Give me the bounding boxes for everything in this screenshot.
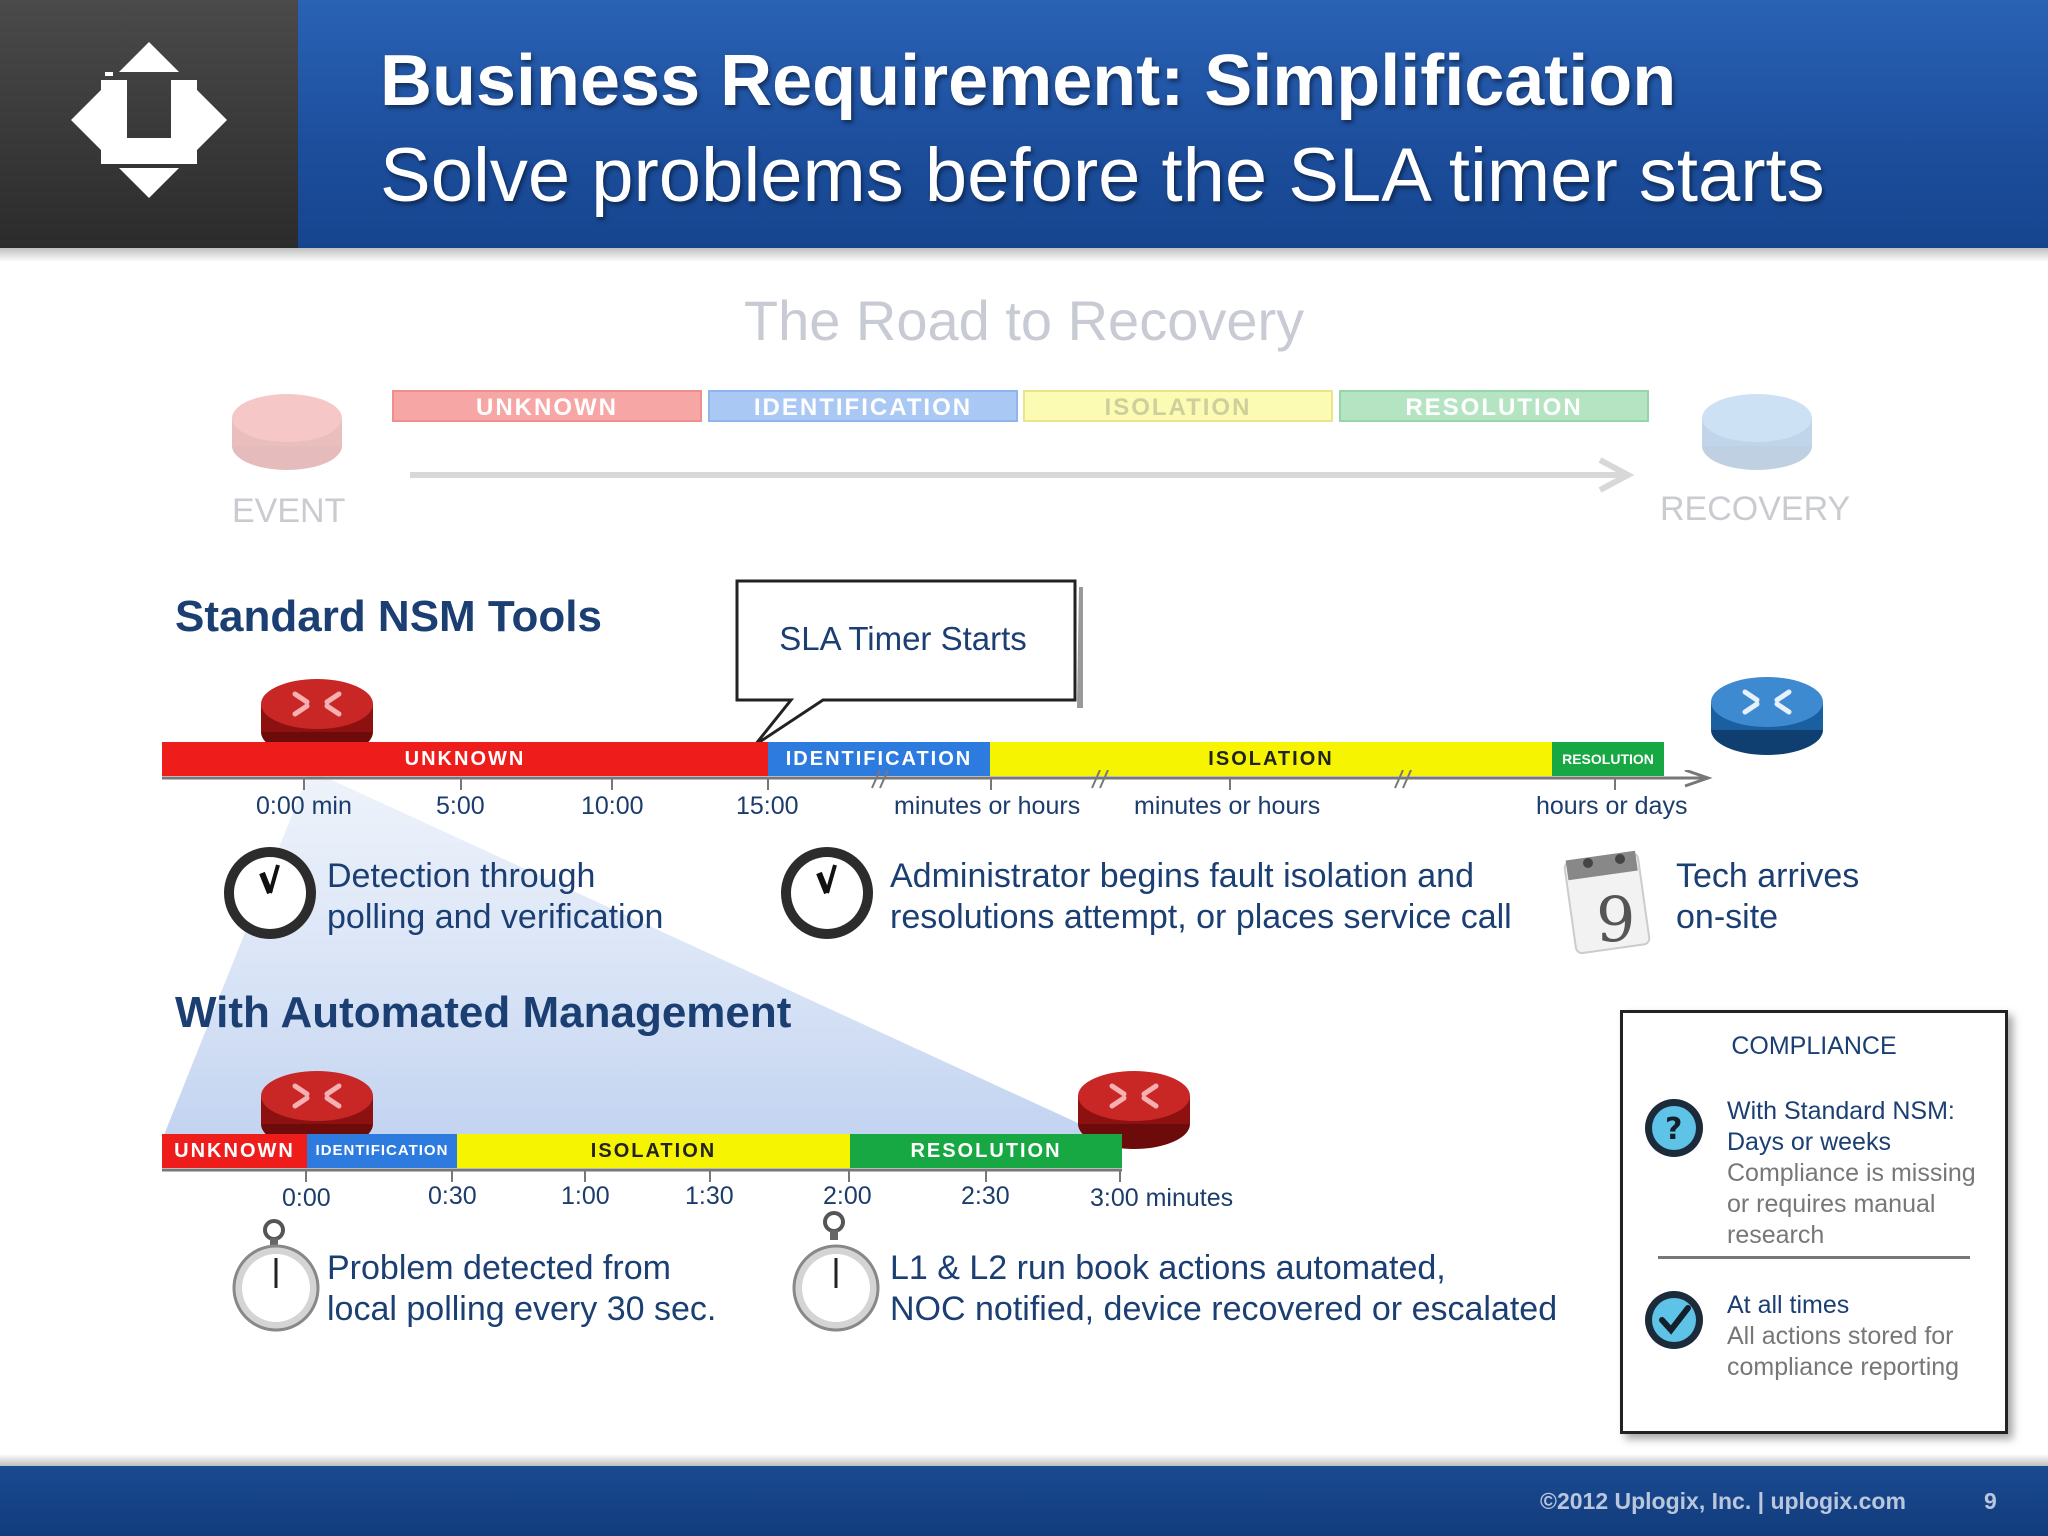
compliance-box: [1620, 1010, 2008, 1434]
footer-shadow: [0, 1454, 2048, 1466]
auto-desc-runbook: L1 & L2 run book actions automated, NOC …: [890, 1248, 1557, 1330]
auto-seg-identification: IDENTIFICATION: [307, 1134, 457, 1168]
road-phase-isolation: ISOLATION: [1023, 390, 1333, 422]
slide-subtitle: Solve problems before the SLA timer star…: [380, 133, 1825, 218]
header-shadow: [0, 248, 2048, 262]
stopwatch-icon: [792, 1211, 880, 1332]
std-seg-unknown: UNKNOWN: [162, 742, 768, 776]
std-desc-detection: Detection through polling and verificati…: [327, 856, 663, 938]
recovered-router-icon: [1711, 677, 1823, 755]
automated-heading: With Automated Management: [175, 988, 792, 1037]
footer-bar: [0, 1466, 2048, 1536]
compliance-item-automated: At all times All actions stored for comp…: [1727, 1290, 1959, 1383]
event-router-icon: [232, 394, 342, 470]
header-bar: [0, 0, 2048, 248]
std-tick-label: hours or days: [1536, 792, 1688, 820]
checkmark-icon: [1645, 1291, 1703, 1349]
compliance-title: COMPLIANCE: [1731, 1032, 1897, 1060]
stopwatch-icon: [232, 1219, 320, 1332]
std-desc-admin: Administrator begins fault isolation and…: [890, 856, 1512, 938]
desc-line: local polling every 30 sec.: [327, 1290, 717, 1328]
desc-line: Detection through: [327, 857, 596, 895]
router-icon: [1078, 1071, 1190, 1149]
clock-icon: [781, 847, 873, 939]
svg-text:?: ?: [1665, 1112, 1682, 1147]
auto-tick-label: 2:30: [961, 1182, 1010, 1210]
footer-copyright: ©2012 Uplogix, Inc. | uplogix.com: [1540, 1488, 1906, 1514]
auto-tick-label: 1:30: [685, 1182, 734, 1210]
desc-line: Tech arrives: [1676, 857, 1860, 895]
std-tick-label: 10:00: [581, 792, 644, 820]
auto-time-axis: [162, 1168, 1122, 1182]
compliance-sub-line: compliance reporting: [1727, 1353, 1960, 1381]
auto-tick-label: 0:00: [282, 1184, 331, 1212]
auto-tick-label: 1:00: [561, 1182, 610, 1210]
std-tick-label: 15:00: [736, 792, 799, 820]
uplogix-logo-icon: [71, 42, 227, 198]
road-arrow: [410, 457, 1635, 493]
auto-tick-label: 2:00: [823, 1182, 872, 1210]
page-number: 9: [1984, 1488, 1997, 1514]
compliance-sub-line: All actions stored for: [1727, 1322, 1954, 1350]
desc-line: on-site: [1676, 898, 1779, 936]
event-label: EVENT: [232, 492, 346, 530]
sla-callout-bubble: [735, 579, 1083, 747]
calendar-number: 9: [1596, 883, 1635, 956]
std-desc-tech: Tech arrives on-site: [1676, 856, 1859, 938]
clock-icon: [224, 847, 316, 939]
std-seg-resolution: RESOLUTION: [1552, 742, 1664, 776]
desc-line: Administrator begins fault isolation and: [890, 857, 1474, 895]
recovery-label: RECOVERY: [1660, 490, 1851, 528]
auto-seg-resolution: RESOLUTION: [850, 1134, 1122, 1168]
road-phase-identification: IDENTIFICATION: [708, 390, 1018, 422]
desc-line: polling and verification: [327, 898, 664, 936]
auto-desc-detection: Problem detected from local polling ever…: [327, 1248, 716, 1330]
desc-line: L1 & L2 run book actions automated,: [890, 1249, 1446, 1287]
std-tick-label: 0:00 min: [256, 792, 352, 820]
compliance-sub-line: or requires manual: [1727, 1190, 1936, 1218]
compliance-line: At all times: [1727, 1291, 1850, 1319]
road-title: The Road to Recovery: [743, 289, 1305, 352]
std-tick-label: minutes or hours: [894, 792, 1081, 820]
compliance-sub-line: research: [1727, 1221, 1825, 1249]
auto-tick-label: 0:30: [428, 1182, 477, 1210]
standard-nsm-heading: Standard NSM Tools: [175, 592, 602, 641]
compliance-item-standard: With Standard NSM: Days or weeks Complia…: [1727, 1096, 1976, 1251]
compliance-divider: [1658, 1256, 1970, 1259]
desc-line: resolutions attempt, or places service c…: [890, 898, 1512, 936]
std-tick-label: minutes or hours: [1134, 792, 1321, 820]
compliance-sub-line: Compliance is missing: [1727, 1159, 1976, 1187]
auto-tick-label: 3:00 minutes: [1090, 1184, 1234, 1212]
desc-line: NOC notified, device recovered or escala…: [890, 1290, 1558, 1328]
std-tick-label: 5:00: [436, 792, 485, 820]
zoom-triangle: [162, 770, 1115, 1140]
logo-panel: [0, 0, 298, 248]
compliance-line: Days or weeks: [1727, 1128, 1891, 1156]
slide-title: Business Requirement: Simplification: [380, 41, 1677, 121]
desc-line: Problem detected from: [327, 1249, 671, 1287]
road-phase-unknown: UNKNOWN: [392, 390, 702, 422]
road-phase-resolution: RESOLUTION: [1339, 390, 1649, 422]
question-icon: ?: [1645, 1099, 1703, 1157]
calendar-icon: 9: [1563, 850, 1651, 956]
sla-callout-text: SLA Timer Starts: [779, 620, 1027, 657]
recovery-router-icon: [1702, 394, 1812, 470]
std-time-axis: [162, 770, 1713, 790]
auto-seg-isolation: ISOLATION: [457, 1134, 850, 1168]
compliance-line: With Standard NSM:: [1727, 1097, 1955, 1125]
auto-seg-unknown: UNKNOWN: [162, 1134, 307, 1168]
std-seg-isolation: ISOLATION: [990, 742, 1552, 776]
